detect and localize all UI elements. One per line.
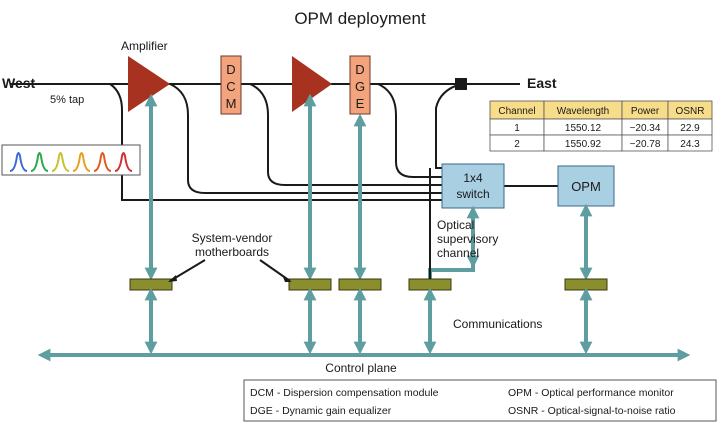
osc-label-line3: channel (437, 246, 479, 260)
amplifier-label: Amplifier (121, 39, 168, 53)
table-cell: 22.9 (680, 123, 700, 134)
west-label: West (2, 75, 36, 91)
legend-dge: DGE - Dynamic gain equalizer (250, 405, 392, 417)
spectrum-peak (72, 152, 91, 172)
motherboards-label-line1: System-vendor (192, 231, 273, 245)
spectrum-peak (30, 152, 49, 172)
table-cell: 1550.12 (565, 123, 602, 134)
osc-label-line1: Optical (437, 218, 474, 232)
osc-tap-line (435, 83, 462, 169)
dcm-letter-1: D (226, 62, 235, 77)
motherboard-5[interactable] (564, 278, 608, 291)
legend-osnr: OSNR - Optical-signal-to-noise ratio (508, 405, 676, 417)
motherboard-pointer-right-head (283, 277, 292, 282)
switch-box[interactable] (441, 163, 505, 209)
tap-line-3 (249, 83, 442, 186)
switch-to-osc-line (428, 262, 475, 279)
east-label: East (527, 75, 557, 91)
tap-line-4 (377, 83, 442, 178)
switch-label-line1: 1x4 (463, 171, 483, 185)
dcm-box[interactable] (220, 55, 242, 115)
spectrum-peak (93, 152, 112, 172)
amplifier-1-icon (128, 56, 170, 112)
table-cell: 2 (514, 139, 520, 150)
table-cell: 1 (514, 123, 520, 134)
table-header-power: Power (631, 106, 660, 117)
spectrum-inset (1, 144, 141, 176)
diagram-title: OPM deployment (294, 9, 426, 28)
motherboard-1[interactable] (129, 278, 173, 291)
channel-table: Channel Wavelength Power OSNR 1 1550.12 … (489, 100, 713, 152)
dge-letter-2: G (355, 79, 365, 94)
table-header-osnr: OSNR (676, 106, 705, 117)
dcm-letter-3: M (226, 96, 237, 111)
table-cell: −20.78 (630, 139, 661, 150)
motherboard-2[interactable] (288, 278, 332, 291)
communications-label: Communications (453, 317, 542, 331)
opm-label: OPM (571, 179, 601, 194)
table-cell-bg (667, 134, 713, 152)
legend-opm: OPM - Optical performance monitor (508, 387, 674, 399)
motherboard-4[interactable] (408, 278, 452, 291)
spectrum-peak (114, 152, 133, 172)
switch-label-line2: switch (456, 187, 489, 201)
table-cell: 24.3 (680, 139, 700, 150)
table-header-wavelength: Wavelength (557, 106, 609, 117)
opm-box[interactable] (557, 165, 615, 207)
motherboard-3[interactable] (338, 278, 382, 291)
motherboards-label-line2: motherboards (195, 245, 269, 259)
tap-line-2 (169, 83, 442, 194)
dge-letter-1: D (355, 62, 364, 77)
dcm-letter-2: C (226, 79, 235, 94)
control-plane-label: Control plane (325, 361, 397, 375)
spectrum-peaks (9, 152, 133, 172)
dge-letter-3: E (356, 96, 365, 111)
osc-label-line2: supervisory (437, 232, 498, 246)
table-cell: 1550.92 (565, 139, 602, 150)
legend-box (243, 379, 717, 422)
spectrum-peak (9, 152, 28, 172)
amplifier-2-icon (292, 56, 332, 112)
tap-line-1 (109, 83, 442, 201)
legend-dcm: DCM - Dispersion compensation module (250, 387, 439, 399)
motherboard-pointer-left-head (168, 275, 177, 282)
spectrum-peak (51, 152, 70, 172)
table-header-channel: Channel (498, 106, 535, 117)
table-cell: −20.34 (630, 123, 661, 134)
tap-label: 5% tap (50, 94, 84, 106)
motherboard-pointer-right (259, 259, 291, 282)
